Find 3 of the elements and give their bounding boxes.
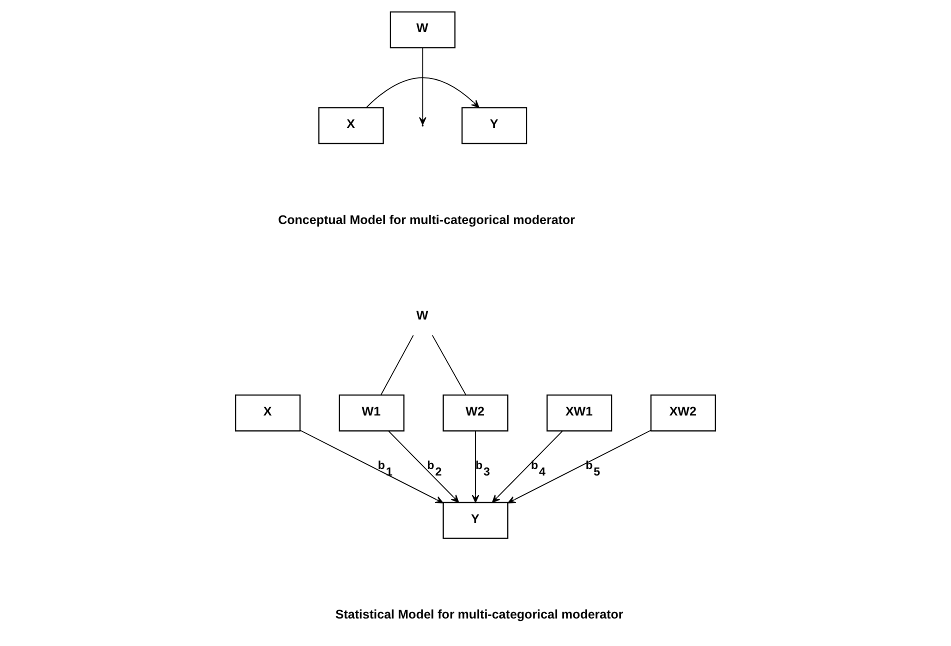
label: Statistical Model for multi-categorical moderator [335, 608, 624, 622]
node-text: W [416, 308, 428, 323]
label: Conceptual Model for multi-categorical moderator [278, 212, 576, 227]
